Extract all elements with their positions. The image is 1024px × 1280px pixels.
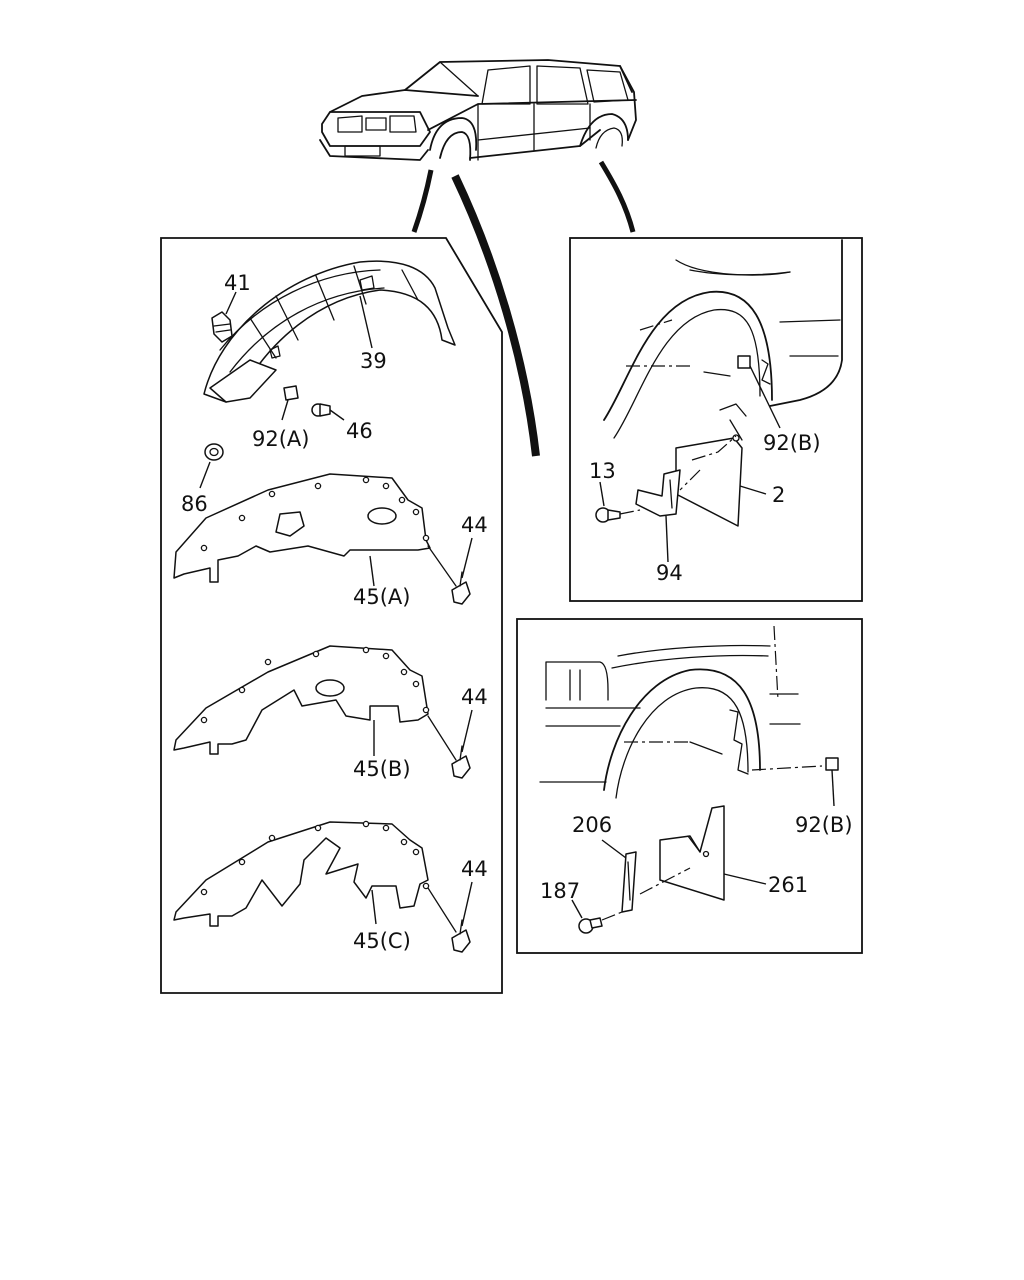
front-liner-panel: 41 39 92(A) 46 86 44 45(A) 44 45(B) 44 4…	[160, 237, 503, 994]
label-45c: 45(C)	[353, 929, 411, 953]
label-92a: 92(A)	[252, 427, 309, 451]
label-92b-lower: 92(B)	[795, 813, 853, 837]
splash-shield-45c	[173, 820, 430, 927]
nut-92a	[281, 385, 299, 421]
label-2: 2	[772, 483, 785, 507]
label-46: 46	[346, 419, 373, 443]
clip-44c	[427, 881, 473, 953]
label-13: 13	[589, 459, 616, 483]
splash-shield-45a	[173, 473, 431, 587]
label-44-c: 44	[461, 857, 488, 881]
splash-shield-45b	[173, 645, 430, 756]
vehicle-overview	[319, 59, 637, 161]
label-41: 41	[224, 271, 251, 295]
rear-mudflap-panel: 206 187 261 92(B)	[516, 618, 863, 954]
label-206: 206	[572, 813, 612, 837]
clip-44b	[427, 709, 473, 779]
front-mudflap-panel: 92(B) 13 2 94	[569, 237, 863, 602]
fender-liner-39	[203, 260, 456, 403]
label-94: 94	[656, 561, 683, 585]
clip-41	[211, 291, 237, 343]
label-92b-upper: 92(B)	[763, 431, 821, 455]
label-86: 86	[181, 492, 208, 516]
label-44-a: 44	[461, 513, 488, 537]
screw-46	[311, 403, 345, 421]
label-187: 187	[540, 879, 580, 903]
label-45b: 45(B)	[353, 757, 411, 781]
label-44-b: 44	[461, 685, 488, 709]
label-261: 261	[768, 873, 808, 897]
label-45a: 45(A)	[353, 585, 410, 609]
grommet-86	[199, 443, 224, 489]
pointer-curves	[411, 160, 636, 457]
clip-44a	[427, 537, 473, 605]
label-39: 39	[360, 349, 387, 373]
